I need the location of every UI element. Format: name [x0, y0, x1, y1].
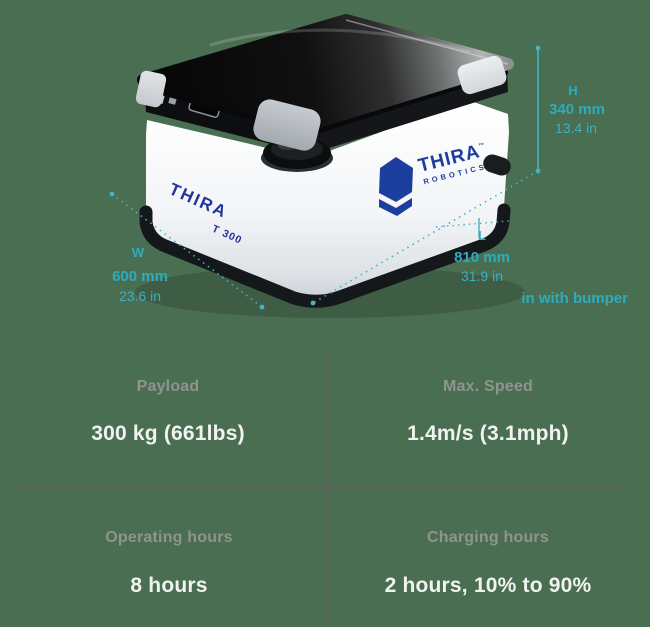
dimension-labels: H 340 mm 13.4 in W 600 mm 23.6 in L 810 … — [112, 83, 628, 307]
width-dimension-line — [111, 193, 263, 308]
charging-hours-label: Charging hours — [427, 529, 549, 546]
bumper-band — [139, 203, 511, 308]
top-plate — [137, 14, 514, 130]
rear-bumper-piece — [483, 154, 511, 176]
corner-caps — [135, 55, 507, 151]
height-inch: 13.4 in — [555, 120, 597, 136]
length-dimension-line — [312, 170, 539, 304]
width-mm: 600 mm — [112, 268, 168, 285]
bumper-note: in with bumper — [521, 290, 628, 307]
height-mm: 340 mm — [549, 101, 605, 118]
max-speed-label: Max. Speed — [442, 378, 534, 395]
length-inch: 31.9 in — [461, 268, 503, 284]
payload-value: 300 kg (661lbs) — [91, 422, 245, 445]
max-speed-value: 1.4m/s (3.1mph) — [407, 422, 569, 445]
length-mm: 810 mm — [454, 249, 510, 266]
vertical-divider — [326, 357, 327, 622]
horizontal-divider — [21, 486, 629, 487]
width-letter: W — [132, 245, 145, 260]
hexagon-logo-icon — [379, 157, 413, 216]
height-letter: H — [568, 83, 577, 98]
operating-hours-value: 8 hours — [130, 574, 208, 597]
payload-label: Payload — [136, 378, 200, 395]
logo-tm-text: ™ — [478, 142, 486, 150]
width-inch: 23.6 in — [119, 288, 161, 304]
length-letter: L — [478, 228, 486, 243]
operating-hours-label: Operating hours — [105, 529, 233, 546]
dimension-lines — [109, 45, 541, 310]
robot-body — [139, 100, 511, 308]
bumper-extent-line — [435, 220, 510, 228]
charging-hours-value: 2 hours, 10% to 90% — [384, 574, 592, 597]
